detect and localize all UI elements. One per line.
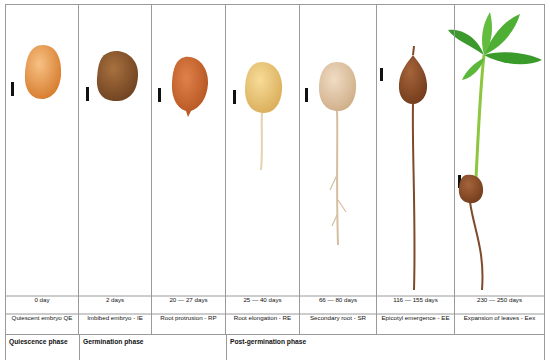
scale-bar: [86, 87, 89, 101]
scale-bar: [233, 90, 236, 104]
phase-label: Quiescence phase: [6, 338, 79, 346]
phase-cell: Post-germination phase: [226, 334, 545, 360]
seed: [459, 175, 483, 203]
phase-label: Germination phase: [80, 338, 226, 346]
root: [470, 202, 483, 290]
time-label: 0 day: [6, 296, 78, 314]
root: [337, 110, 338, 245]
stage-label: Imbibed embryo - IE: [79, 314, 151, 332]
stage-label: Epicotyl emergence - EE: [377, 314, 454, 332]
seed: [172, 57, 208, 117]
time-label: 66 — 80 days: [300, 296, 376, 314]
stage-column: 2 daysImbibed embryo - IE: [78, 4, 152, 335]
stage-label: Root elongation - RE: [226, 314, 299, 332]
secondary-root: [330, 175, 346, 226]
time-label: 25 — 40 days: [226, 296, 299, 314]
stage-label: Quiescent embryo QE: [6, 314, 78, 332]
scale-bar: [158, 88, 161, 102]
leaf: [484, 52, 542, 64]
time-label: 230 — 250 days: [455, 296, 544, 314]
time-label: 116 — 155 days: [377, 296, 454, 314]
time-label: 2 days: [79, 296, 151, 314]
stage-column: 230 — 250 daysExpansion of leaves - Eex: [454, 4, 545, 335]
seed: [319, 62, 356, 111]
leaf: [482, 12, 492, 55]
scale-bar: [380, 68, 383, 81]
stage-column: 25 — 40 daysRoot elongation - RE: [225, 4, 300, 335]
stem: [476, 55, 484, 178]
root: [261, 112, 262, 170]
stage-column: 20 — 27 daysRoot protrusion - RP: [151, 4, 226, 335]
scale-bar: [305, 88, 308, 102]
stage-column: 0 dayQuiescent embryo QE: [5, 4, 79, 335]
time-label: 20 — 27 days: [152, 296, 225, 314]
stage-column: 66 — 80 daysSecondary root - SR: [299, 4, 377, 335]
leaf: [462, 58, 484, 80]
phase-cell: Germination phase: [79, 334, 227, 360]
seed: [25, 45, 61, 99]
seed: [245, 62, 282, 113]
root: [413, 103, 415, 290]
phase-label: Post-germination phase: [227, 338, 544, 346]
seed: [399, 55, 427, 104]
stage-label: Expansion of leaves - Eex: [455, 314, 544, 332]
stage-label: Secondary root - SR: [300, 314, 376, 332]
epicotyl: [413, 46, 414, 55]
phase-cell: Quiescence phase: [5, 334, 80, 360]
stage-label: Root protrusion - RP: [152, 314, 225, 332]
scale-bar: [11, 82, 14, 96]
seed: [97, 51, 138, 101]
stage-column: 116 — 155 daysEpicotyl emergence - EE: [376, 4, 455, 335]
